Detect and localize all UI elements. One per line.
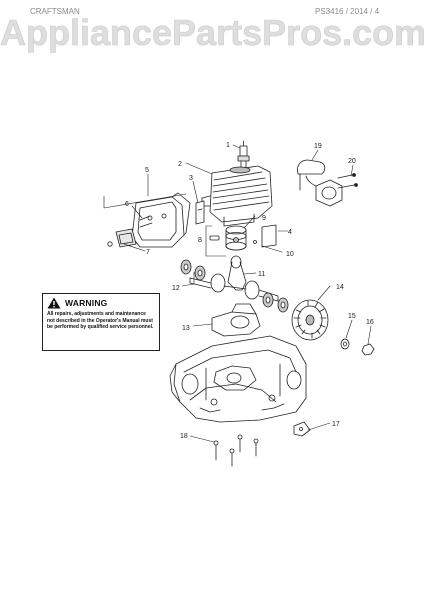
spark-arrestor-screen: [107, 228, 137, 248]
cylinder: [201, 165, 273, 227]
callout-19: 19: [314, 143, 322, 150]
header-page-code: PS3416 / 2014 / 4: [315, 7, 380, 16]
callout-1: 1: [226, 142, 230, 149]
callout-7: 7: [146, 249, 150, 256]
callout-14: 14: [336, 284, 344, 291]
callout-17: 17: [332, 421, 340, 428]
warning-header: WARNING: [47, 296, 155, 309]
callout-8: 8: [198, 237, 202, 244]
warning-text: All repairs, adjustments and maintenance…: [47, 311, 154, 331]
header-model-label: CRAFTSMAN: [30, 7, 80, 16]
flywheel: [291, 299, 329, 341]
ignition-module: [297, 159, 343, 207]
callout-9: 9: [262, 215, 266, 222]
callout-18: 18: [180, 433, 188, 440]
warning-triangle-icon: [47, 297, 61, 308]
callout-13: 13: [182, 325, 190, 332]
callout-6: 6: [125, 201, 129, 208]
warning-title: WARNING: [65, 297, 108, 308]
warning-box: WARNING All repairs, adjustments and mai…: [42, 293, 160, 351]
piston: [209, 225, 247, 251]
intake-gasket: [253, 224, 277, 248]
muffler-screws: [139, 215, 153, 228]
crankshaft: [189, 255, 279, 302]
leader-lines: [103, 144, 372, 443]
callout-10: 10: [286, 251, 294, 258]
exhaust-gasket: [195, 200, 205, 225]
crankcase: [169, 335, 307, 423]
callout-2: 2: [178, 161, 182, 168]
callout-11: 11: [258, 271, 265, 278]
callout-3: 3: [189, 175, 193, 182]
intake-boot: [211, 303, 261, 337]
flywheel-nut: [361, 343, 375, 356]
callout-20: 20: [348, 158, 356, 165]
callout-4: 4: [288, 229, 292, 236]
callout-15: 15: [348, 313, 356, 320]
bracket: [293, 421, 311, 437]
flywheel-washer: [340, 338, 350, 350]
crankcase-screws: [213, 434, 259, 467]
callout-5: 5: [145, 167, 149, 174]
callout-12: 12: [172, 285, 180, 292]
callout-16: 16: [366, 319, 374, 326]
callouts: 1 2 3 4 5 6 7 8 9 10 11 12 13 14 15 16 1…: [125, 142, 374, 440]
watermark: AppliancePartsPros.com: [0, 12, 424, 54]
spark-plug: [237, 140, 250, 169]
ignition-screws: [337, 173, 358, 189]
crank-bearings: [180, 259, 289, 313]
